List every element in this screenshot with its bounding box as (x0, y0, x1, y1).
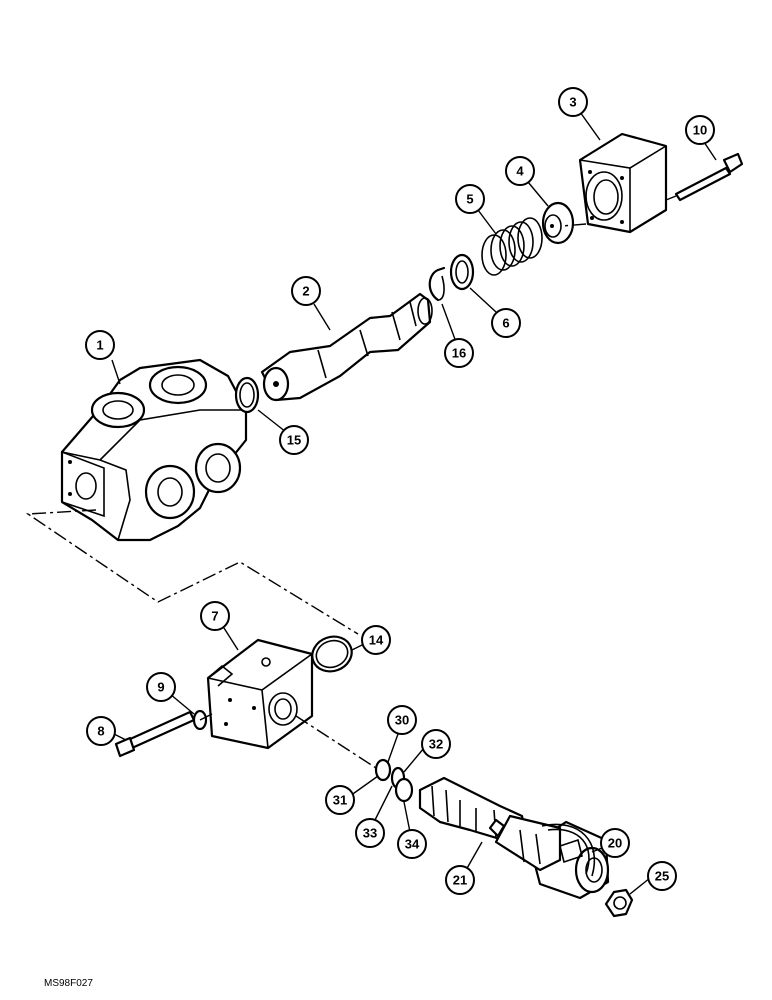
svg-text:25: 25 (655, 869, 669, 884)
svg-text:14: 14 (369, 633, 384, 648)
callout-33: 33 (355, 818, 385, 848)
callout-9: 9 (146, 672, 176, 702)
callout-6: 6 (491, 308, 521, 338)
snap-ring (428, 266, 446, 302)
retaining-nut (604, 888, 634, 918)
callout-3: 3 (558, 87, 588, 117)
svg-text:9: 9 (157, 680, 164, 695)
spool (260, 292, 433, 402)
svg-text:10: 10 (693, 123, 707, 138)
callout-1: 1 (85, 330, 115, 360)
svg-text:2: 2 (302, 284, 309, 299)
callout-16: 16 (444, 338, 474, 368)
leader-lines (111, 111, 717, 895)
spring (481, 217, 543, 276)
callout-14: 14 (361, 625, 391, 655)
callout-15: 15 (279, 425, 309, 455)
svg-text:31: 31 (333, 793, 347, 808)
svg-text:4: 4 (516, 164, 524, 179)
callout-7: 7 (200, 601, 230, 631)
wire-connector (488, 814, 596, 877)
svg-text:32: 32 (429, 737, 443, 752)
svg-text:21: 21 (453, 873, 467, 888)
svg-text:7: 7 (211, 609, 218, 624)
o-ring-spool (234, 376, 260, 414)
callout-8: 8 (86, 716, 116, 746)
spring-seat (541, 201, 575, 245)
callout-25: 25 (647, 861, 677, 891)
svg-text:6: 6 (502, 316, 509, 331)
callout-30: 30 (387, 705, 417, 735)
callout-4: 4 (505, 156, 535, 186)
reference-code: MS98F027 (44, 978, 93, 989)
callout-32: 32 (421, 729, 451, 759)
svg-text:33: 33 (363, 826, 377, 841)
svg-text:20: 20 (608, 836, 622, 851)
callout-5: 5 (455, 184, 485, 214)
assembly-centerlines (25, 195, 677, 769)
svg-text:15: 15 (287, 433, 301, 448)
o-ring-adapter (311, 635, 353, 673)
svg-text:30: 30 (395, 713, 409, 728)
adapter-block (206, 638, 314, 750)
washer (449, 253, 475, 291)
solenoid-coil (528, 820, 610, 900)
svg-text:3: 3 (569, 95, 576, 110)
svg-text:8: 8 (97, 724, 104, 739)
callout-31: 31 (325, 785, 355, 815)
end-cap (578, 132, 668, 234)
seal-34 (394, 777, 414, 803)
valve-body (60, 358, 248, 542)
svg-text:34: 34 (405, 837, 420, 852)
svg-text:1: 1 (96, 338, 103, 353)
adapter-bolt (114, 710, 196, 758)
cap-bolt (674, 152, 744, 202)
svg-text:16: 16 (452, 346, 466, 361)
callout-21: 21 (445, 865, 475, 895)
seal-30 (374, 758, 392, 782)
callout-2: 2 (291, 276, 321, 306)
callout-34: 34 (397, 829, 427, 859)
callout-10: 10 (685, 115, 715, 145)
svg-text:5: 5 (466, 192, 473, 207)
callout-20: 20 (600, 828, 630, 858)
